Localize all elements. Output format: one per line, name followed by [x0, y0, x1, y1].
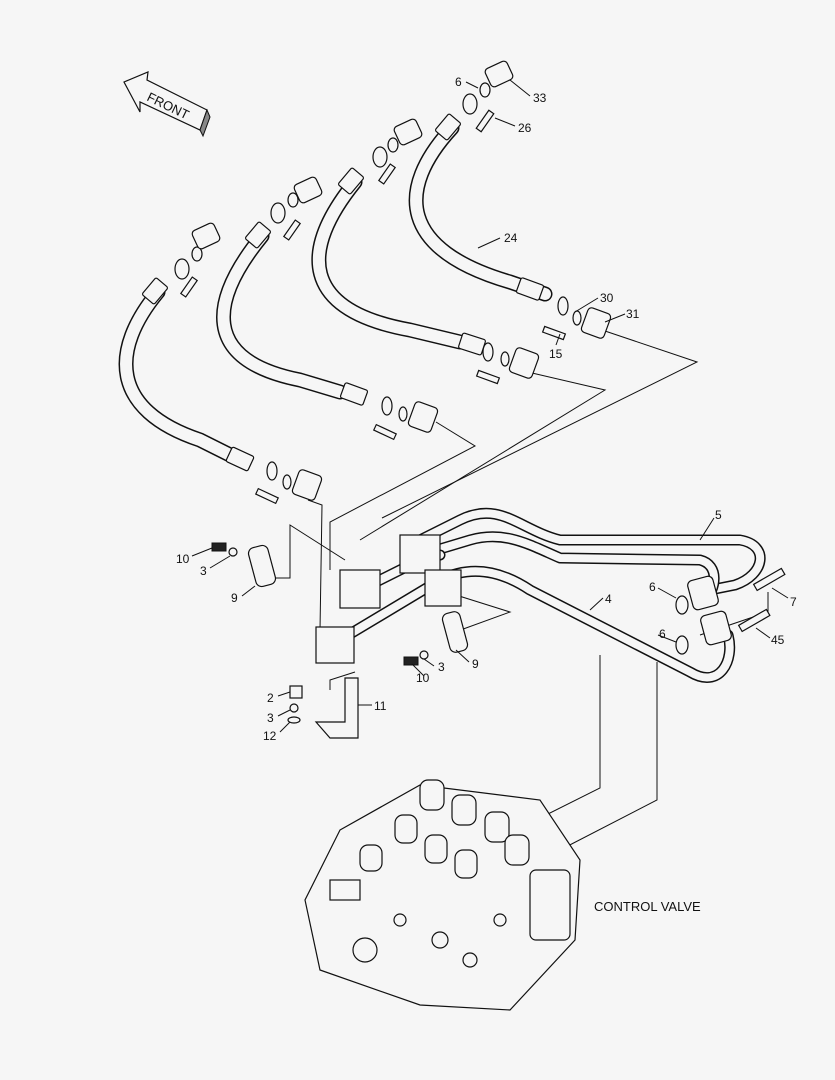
callout-10-left: 10 — [176, 552, 190, 566]
hose-assembly-3 — [311, 118, 540, 385]
callout-7: 7 — [790, 595, 797, 609]
control-valve-block — [304, 779, 581, 1011]
callout-3-bracket: 3 — [267, 711, 274, 725]
callout-3-left: 3 — [200, 564, 207, 578]
callout-26: 26 — [518, 121, 532, 135]
callout-2: 2 — [267, 691, 274, 705]
steel-pipes — [315, 507, 786, 683]
callout-24: 24 — [504, 231, 518, 245]
control-valve-label: CONTROL VALVE — [594, 899, 701, 914]
callout-31: 31 — [626, 307, 640, 321]
hose-assembly-24 — [408, 60, 612, 341]
callout-6-lower-flange: 6 — [659, 627, 666, 641]
clamps-and-bracket — [211, 542, 469, 739]
callout-3-right: 3 — [438, 660, 445, 674]
callout-4: 4 — [605, 592, 612, 606]
callout-15: 15 — [549, 347, 563, 361]
callout-12: 12 — [263, 729, 277, 743]
callout-11: 11 — [374, 699, 387, 713]
callout-labels: 6 33 26 24 30 31 15 5 4 6 7 6 45 10 3 9 … — [176, 75, 797, 743]
front-arrow: FRONT — [123, 71, 211, 138]
callout-45: 45 — [771, 633, 785, 647]
hose-assembly-1 — [118, 222, 323, 505]
callout-6-top: 6 — [455, 75, 462, 89]
callout-9-right: 9 — [472, 657, 479, 671]
callout-33: 33 — [533, 91, 547, 105]
callout-30: 30 — [600, 291, 614, 305]
callout-10-right: 10 — [416, 671, 430, 685]
callout-6-upper-flange: 6 — [649, 580, 656, 594]
callout-5: 5 — [715, 508, 722, 522]
callout-9-left: 9 — [231, 591, 238, 605]
hose-assembly-2 — [216, 176, 439, 441]
callout-leaders — [191, 79, 789, 733]
